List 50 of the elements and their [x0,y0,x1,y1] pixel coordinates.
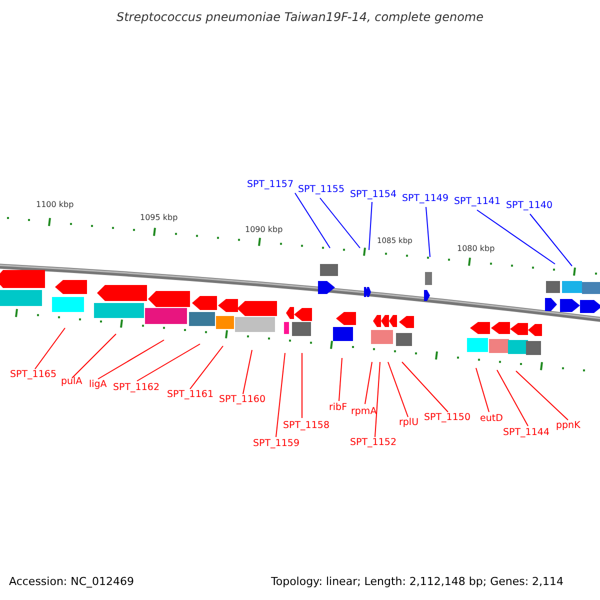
title: Streptococcus pneumoniae Taiwan19F-14, complete genome [115,11,484,23]
leader-line [190,346,224,390]
gene-label: SPT_1160 [219,395,266,404]
leader-line [136,344,200,382]
leader-line [426,206,430,258]
gene-label: ppnK [556,421,580,430]
gene-label: SPT_1159 [253,439,300,448]
leader-line [496,370,528,426]
gene-label: SPT_1165 [10,370,56,380]
scale-label: 1100 kbp [36,201,74,209]
gene-label: SPT_1150 [424,413,470,422]
leader-line [72,334,116,378]
leader-line [374,362,380,438]
gene-label: SPT_1149 [402,194,448,204]
gene-label: SPT_1158 [283,421,330,430]
gene-label: SPT_1144 [503,428,550,438]
gene-label: SPT_1152 [350,438,396,448]
leader-line [368,202,372,250]
gene-label: rplU [399,418,419,428]
leader-line [34,328,66,370]
leader-line [242,350,252,394]
gene-label: SPT_1161 [167,390,214,400]
leader-line [276,352,286,438]
gene-label: SPT_1141 [454,197,500,206]
leader-line [98,340,164,380]
gene-label: pulA [61,377,82,386]
leader-line [402,362,448,412]
leader-line [388,362,408,418]
gene-label: SPT_1154 [350,190,396,200]
leader-line [530,214,572,266]
gene-label: rpmA [351,407,377,416]
gene-label: ribF [329,403,348,412]
leader-line [516,370,568,420]
leader-line [476,210,556,264]
gene-label: ligA [89,380,107,390]
accession-text: Accession: NC_012469 [9,576,134,587]
leader-line [338,358,342,402]
leader-line [476,368,490,412]
genome-info-text: Topology: linear; Length: 2,112,148 bp; Genes: 2,114 [271,576,564,587]
scale-label: 1095 kbp [140,214,178,222]
gene-label: SPT_1157 [247,180,294,190]
leader-line [294,192,330,248]
gene-label: SPT_1155 [298,185,344,194]
gene-label: SPT_1162 [113,383,160,392]
leader-line [320,198,360,248]
scale-label: 1080 kbp [457,245,495,253]
scale-label: 1090 kbp [245,226,283,234]
leader-line [364,362,372,404]
gene-label: SPT_1140 [506,201,552,210]
gene-label: eutD [480,414,503,424]
